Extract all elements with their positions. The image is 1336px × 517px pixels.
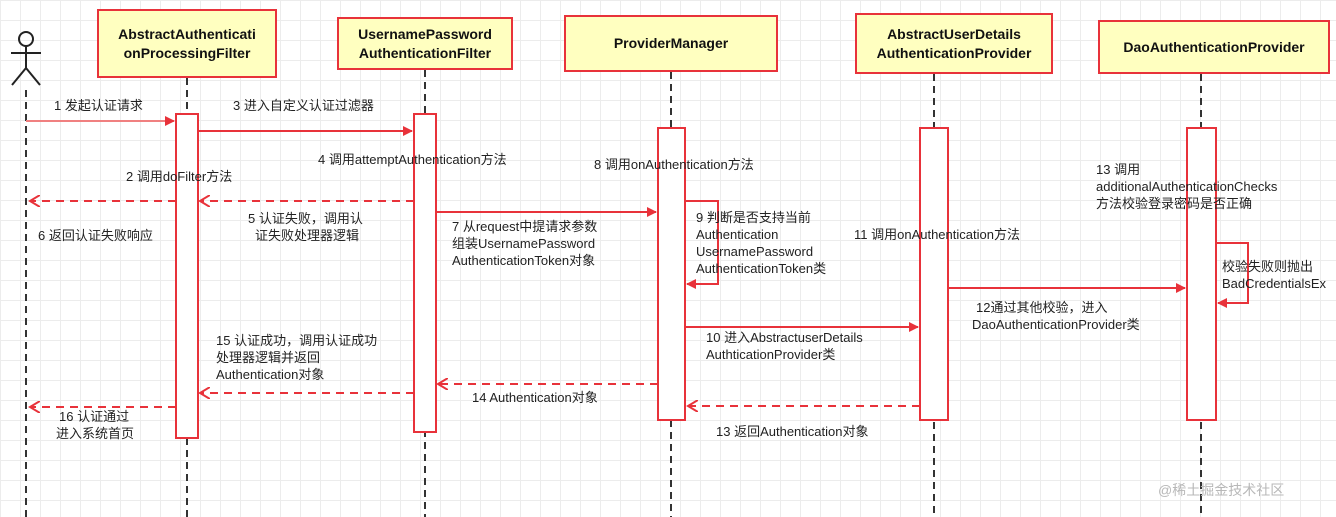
label-m5: 5 认证失败，调用认证失败处理器逻辑: [248, 211, 363, 243]
label-m13-return: 13 返回Authentication对象: [716, 424, 869, 439]
participant-daoprovider: DaoAuthenticationProvider: [1098, 20, 1330, 74]
label-m2: 2 调用doFilter方法: [126, 169, 233, 184]
arrow-m13-self: [1216, 242, 1249, 308]
label-m8: 8 调用onAuthentication方法: [594, 157, 754, 172]
activation-upfilter: [413, 113, 437, 433]
activation-daoprovider: [1186, 127, 1217, 421]
label-m4: 4 调用attemptAuthentication方法: [318, 152, 507, 167]
activation-manager: [657, 127, 686, 421]
arrow-m9-self: [685, 200, 719, 289]
label-m16: 16 认证通过进入系统首页: [56, 409, 135, 441]
activation-abstractprovider: [919, 127, 949, 421]
participant-manager: ProviderManager: [564, 15, 778, 72]
label-m11: 11 调用onAuthentication方法: [854, 227, 1020, 242]
label-m14: 14 Authentication对象: [472, 390, 598, 405]
label-m3: 3 进入自定义认证过滤器: [233, 98, 374, 113]
activation-filter: [175, 113, 199, 439]
user-actor-icon: [11, 31, 41, 86]
label-m1: 1 发起认证请求: [54, 98, 143, 113]
label-m6: 6 返回认证失败响应: [38, 228, 153, 243]
watermark: @稀土掘金技术社区: [1158, 482, 1285, 498]
